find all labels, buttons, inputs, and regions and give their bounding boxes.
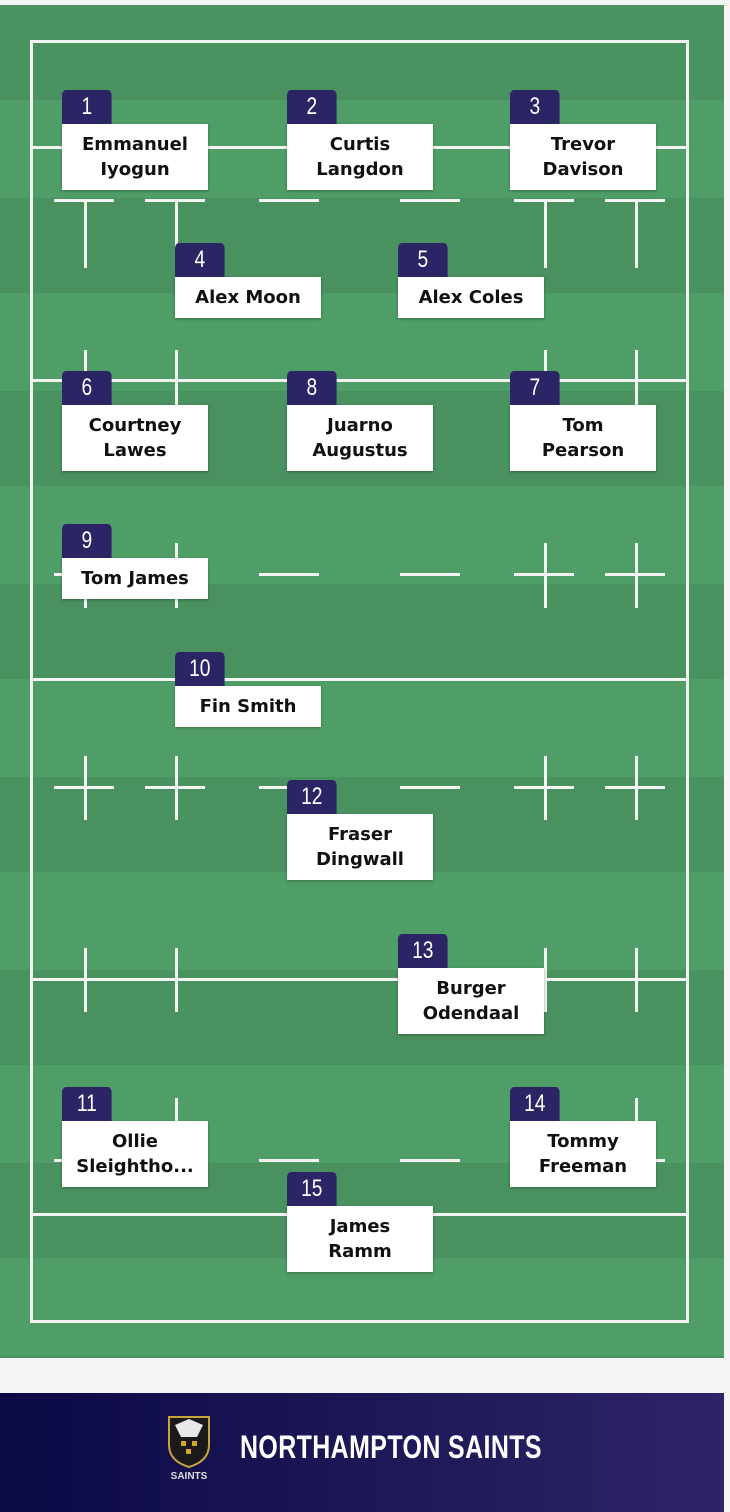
team-name: NORTHAMPTON SAINTS: [240, 1429, 542, 1465]
post-mark: [544, 543, 547, 608]
player-number: 9: [62, 524, 112, 558]
pitch-line: [30, 678, 689, 681]
player-number: 10: [175, 652, 225, 686]
post-mark: [175, 756, 178, 820]
player-name: Ollie Sleightho...: [62, 1121, 208, 1187]
post-mark: [544, 199, 547, 268]
dead-ball-line-top: [30, 40, 689, 43]
pitch-line: [30, 379, 689, 382]
player-number: 8: [287, 371, 337, 405]
post-mark: [84, 756, 87, 820]
touchline-right: [686, 40, 689, 1322]
post-mark: [175, 199, 178, 268]
player-name: Fin Smith: [175, 686, 321, 727]
post-mark: [635, 543, 638, 608]
dash-mark: [400, 1159, 460, 1162]
player-number: 15: [287, 1172, 337, 1206]
dash-mark: [259, 1159, 319, 1162]
player-name: Courtney Lawes: [62, 405, 208, 471]
player-number: 12: [287, 780, 337, 814]
player-number: 11: [62, 1087, 112, 1121]
pitch-line: [30, 978, 689, 981]
player-name: Emmanuel Iyogun: [62, 124, 208, 190]
post-mark: [175, 350, 178, 410]
post-mark: [544, 948, 547, 1012]
player-number: 3: [510, 90, 560, 124]
dash-mark: [259, 573, 319, 576]
player-name: Alex Coles: [398, 277, 544, 318]
player-name: Tom Pearson: [510, 405, 656, 471]
team-crest-logo: SAINTS: [168, 1416, 210, 1482]
post-mark: [635, 756, 638, 820]
player-number: 7: [510, 371, 560, 405]
team-footer: SAINTS NORTHAMPTON SAINTS: [0, 1393, 724, 1512]
dash-mark: [259, 199, 319, 202]
player-number: 4: [175, 243, 225, 277]
touchline-left: [30, 40, 33, 1322]
dead-ball-line-bottom: [30, 1320, 689, 1323]
dash-mark: [400, 786, 460, 789]
player-name: Fraser Dingwall: [287, 814, 433, 880]
crest-text: SAINTS: [171, 1471, 208, 1482]
player-name: Juarno Augustus: [287, 405, 433, 471]
post-mark: [635, 350, 638, 410]
player-name: Trevor Davison: [510, 124, 656, 190]
player-number: 13: [398, 934, 448, 968]
player-number: 6: [62, 371, 112, 405]
post-mark: [635, 948, 638, 1012]
player-number: 2: [287, 90, 337, 124]
post-mark: [84, 948, 87, 1012]
player-name: James Ramm: [287, 1206, 433, 1272]
dash-mark: [400, 573, 460, 576]
dash-mark: [400, 199, 460, 202]
player-name: Alex Moon: [175, 277, 321, 318]
post-mark: [544, 756, 547, 820]
player-number: 5: [398, 243, 448, 277]
post-mark: [635, 199, 638, 268]
player-number: 1: [62, 90, 112, 124]
post-mark: [175, 948, 178, 1012]
player-number: 14: [510, 1087, 560, 1121]
player-name: Burger Odendaal: [398, 968, 544, 1034]
player-name: Curtis Langdon: [287, 124, 433, 190]
player-name: Tommy Freeman: [510, 1121, 656, 1187]
post-mark: [84, 199, 87, 268]
player-name: Tom James: [62, 558, 208, 599]
